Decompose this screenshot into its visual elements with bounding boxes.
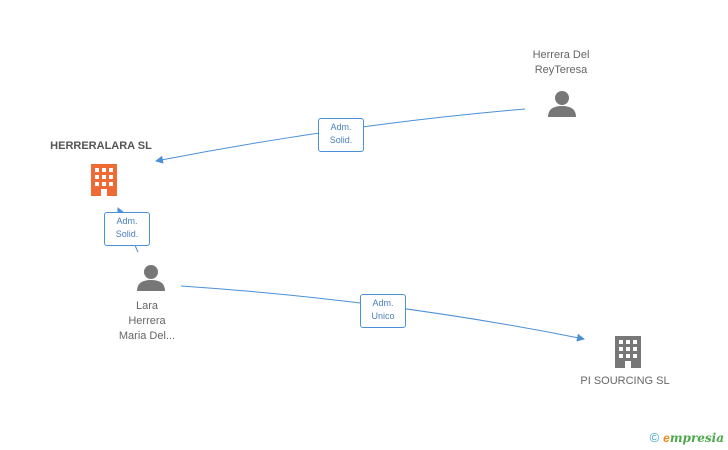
node-label-pi-sourcing: PI SOURCING SL (580, 375, 670, 387)
brand-logo-initial: e (663, 431, 670, 445)
edge-label-line2: Unico (371, 311, 395, 321)
edge-label-line1: Adm. (372, 298, 394, 308)
node-label-lara-herrera: Lara Herrera Maria Del... (118, 300, 176, 342)
copyright-icon: © (649, 430, 660, 445)
person-icon[interactable] (547, 90, 577, 118)
brand-watermark: ©empresia (650, 430, 724, 445)
edge-label-lara-herrera-to-herreralara-role[interactable]: Adm. Solid. (104, 212, 150, 246)
node-label-herrera-rey: Herrera Del ReyTeresa (532, 49, 590, 76)
building-icon[interactable] (612, 334, 644, 368)
edge-label-herrera-rey-role[interactable]: Adm. Solid. (318, 118, 364, 152)
person-icon[interactable] (136, 264, 166, 292)
building-icon[interactable] (88, 162, 120, 196)
edge-label-line2: Solid. (329, 135, 353, 145)
edge-label-line1: Adm. (116, 216, 138, 226)
brand-logo-text: mpresia (669, 431, 724, 445)
node-label-herreralara: HERRERALARA SL (50, 140, 152, 152)
edge-label-line1: Adm. (330, 122, 352, 132)
edge-label-lara-herrera-to-pi-sourcing-role[interactable]: Adm. Unico (360, 294, 406, 328)
edge-label-line2: Solid. (115, 229, 139, 239)
